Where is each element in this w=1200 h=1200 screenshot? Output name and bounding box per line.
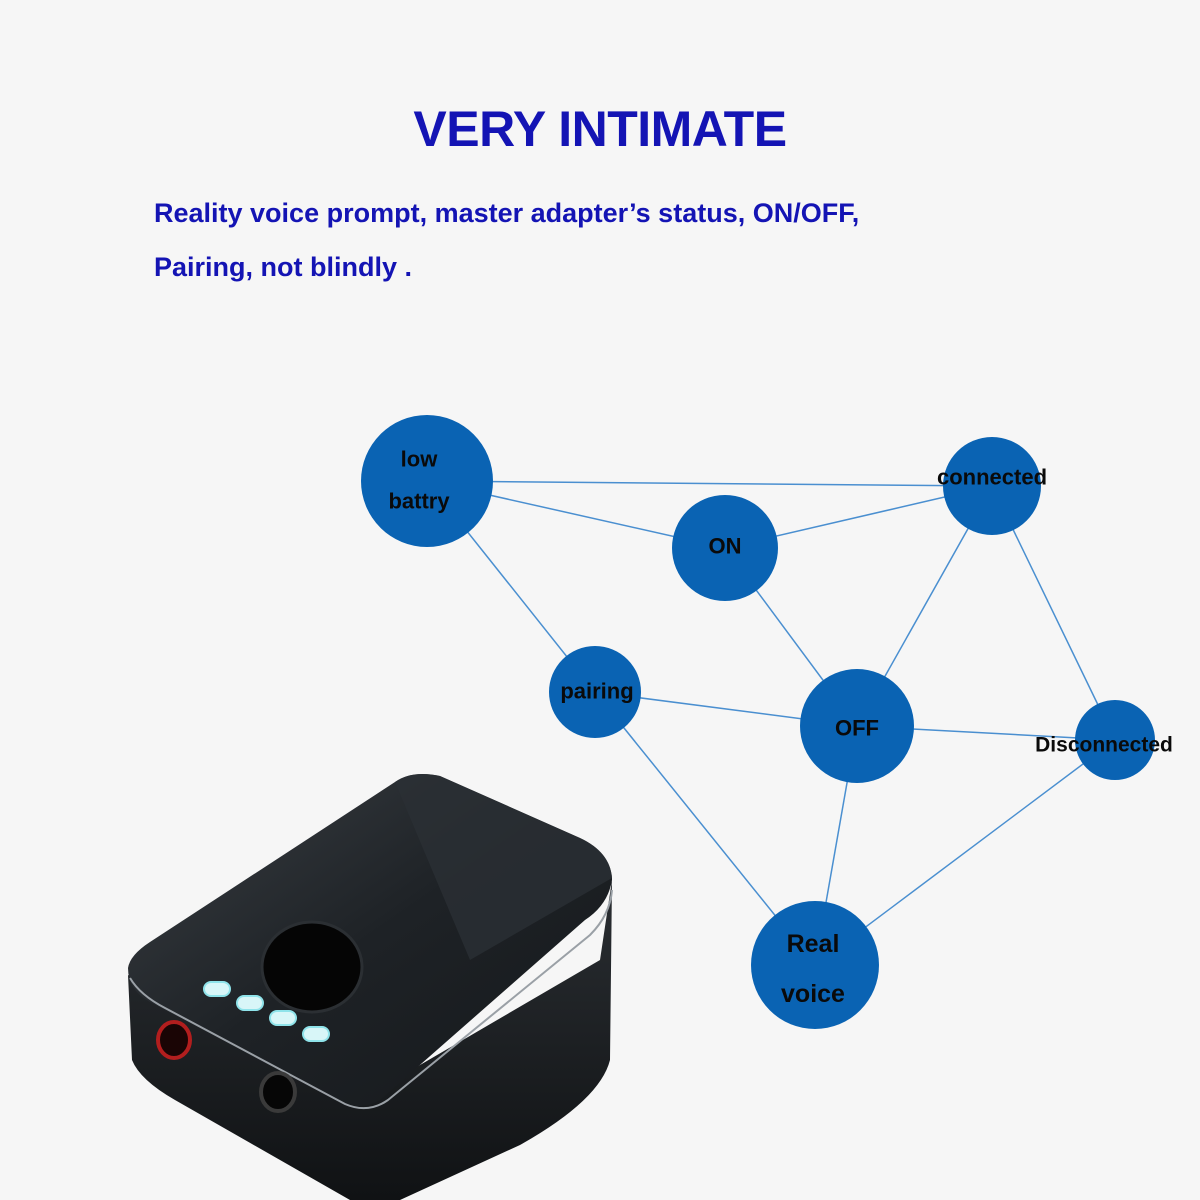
node-on: ON xyxy=(672,495,778,601)
led-indicator-icon xyxy=(236,995,264,1011)
node-connected: connected xyxy=(937,437,1047,535)
page-title: VERY INTIMATE xyxy=(413,101,787,157)
node-label: OFF xyxy=(835,716,879,741)
led-indicator-icon xyxy=(203,981,231,997)
device-body-side xyxy=(128,880,612,1200)
power-button-icon xyxy=(260,920,364,1014)
node-circle xyxy=(672,495,778,601)
subtitle-line-1: Reality voice prompt, master adapter’s s… xyxy=(154,198,860,228)
device-rim xyxy=(129,889,613,1110)
node-label: pairing xyxy=(560,679,633,704)
subtitle-line-2: Pairing, not blindly . xyxy=(154,252,413,282)
node-label: connected xyxy=(937,465,1047,490)
node-label: Real xyxy=(787,930,840,958)
black-audio-jack-icon xyxy=(259,1071,297,1113)
node-label: battry xyxy=(388,489,450,514)
node-circle xyxy=(800,669,914,783)
node-circle xyxy=(549,646,641,738)
led-indicator-icon xyxy=(302,1026,330,1042)
node-circle xyxy=(751,901,879,1029)
node-low-battry: low battry xyxy=(361,415,493,547)
node-label: low xyxy=(401,447,439,472)
node-label: ON xyxy=(709,534,742,559)
node-circle xyxy=(361,415,493,547)
node-real-voice: Real voice xyxy=(751,901,879,1029)
node-pairing: pairing xyxy=(549,646,641,738)
node-disconnected: Disconnected xyxy=(1035,700,1173,780)
node-circle xyxy=(943,437,1041,535)
node-label: voice xyxy=(781,980,845,1008)
edge-low_battry-connected xyxy=(426,480,993,487)
red-audio-jack-icon xyxy=(156,1020,192,1060)
node-off: OFF xyxy=(800,669,914,783)
node-circle xyxy=(1075,700,1155,780)
node-label: Disconnected xyxy=(1035,733,1173,756)
led-indicator-icon xyxy=(269,1010,297,1026)
device-top-highlight xyxy=(395,774,612,960)
